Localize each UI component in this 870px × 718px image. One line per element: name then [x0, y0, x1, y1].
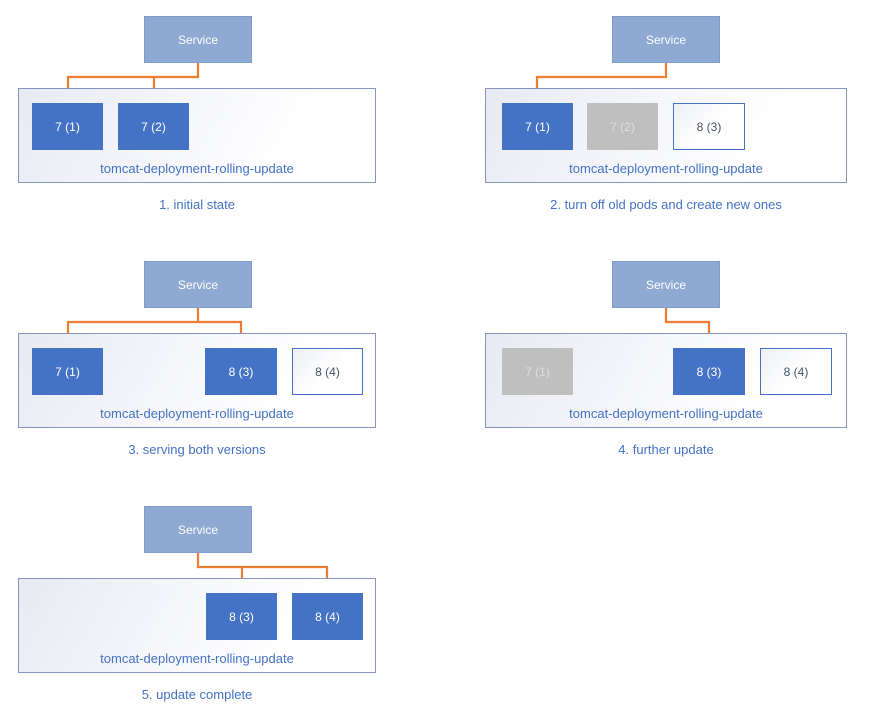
panel-caption: 2. turn off old pods and create new ones	[550, 197, 782, 212]
panel-caption: 4. further update	[618, 442, 714, 457]
pod-7-2: 7 (2)	[587, 103, 658, 150]
service-box: Service	[612, 261, 720, 308]
pod-8-3: 8 (3)	[673, 103, 745, 150]
service-label: Service	[177, 277, 218, 292]
deployment-label: tomcat-deployment-rolling-update	[569, 406, 763, 421]
service-label: Service	[645, 32, 686, 47]
panel-further-update: Service tomcat-deployment-rolling-update…	[435, 245, 870, 475]
service-label: Service	[177, 32, 218, 47]
pod-label: 7 (1)	[55, 119, 80, 134]
pod-7-1: 7 (1)	[502, 103, 573, 150]
deployment-label: tomcat-deployment-rolling-update	[100, 406, 294, 421]
pod-7-2: 7 (2)	[118, 103, 189, 150]
pod-7-1: 7 (1)	[32, 103, 103, 150]
pod-8-4: 8 (4)	[292, 593, 363, 640]
pod-8-4: 8 (4)	[292, 348, 363, 395]
panel-update-complete: Service tomcat-deployment-rolling-update…	[0, 490, 435, 718]
pod-7-1: 7 (1)	[502, 348, 573, 395]
pod-label: 7 (2)	[610, 119, 635, 134]
service-box: Service	[144, 16, 252, 63]
panel-caption: 3. serving both versions	[128, 442, 266, 457]
pod-8-4: 8 (4)	[760, 348, 832, 395]
panel-initial-state: Service tomcat-deployment-rolling-update…	[0, 0, 435, 245]
deployment-label: tomcat-deployment-rolling-update	[569, 161, 763, 176]
pod-label: 7 (1)	[55, 364, 80, 379]
panel-caption: 1. initial state	[159, 197, 235, 212]
pod-label: 8 (4)	[783, 364, 809, 379]
pod-label: 7 (2)	[141, 119, 166, 134]
panel-serving-both-versions: Service tomcat-deployment-rolling-update…	[0, 245, 435, 475]
pod-label: 8 (3)	[696, 364, 722, 379]
service-label: Service	[645, 277, 686, 292]
pod-label: 8 (3)	[228, 364, 254, 379]
deployment-label: tomcat-deployment-rolling-update	[100, 161, 294, 176]
deployment-label: tomcat-deployment-rolling-update	[100, 651, 294, 666]
pod-8-3: 8 (3)	[673, 348, 745, 395]
pod-label: 7 (1)	[525, 119, 550, 134]
pod-label: 8 (4)	[315, 609, 340, 624]
pod-7-1: 7 (1)	[32, 348, 103, 395]
service-box: Service	[612, 16, 720, 63]
service-box: Service	[144, 506, 252, 553]
panel-caption: 5. update complete	[141, 687, 253, 702]
pod-label: 8 (3)	[696, 119, 722, 134]
pod-label: 7 (1)	[525, 364, 550, 379]
service-label: Service	[177, 522, 218, 537]
pod-8-3: 8 (3)	[206, 593, 277, 640]
panel-turn-off-old-pods: Service tomcat-deployment-rolling-update…	[435, 0, 870, 245]
pod-label: 8 (4)	[315, 364, 340, 379]
service-box: Service	[144, 261, 252, 308]
pod-8-3: 8 (3)	[205, 348, 277, 395]
pod-label: 8 (3)	[229, 609, 254, 624]
